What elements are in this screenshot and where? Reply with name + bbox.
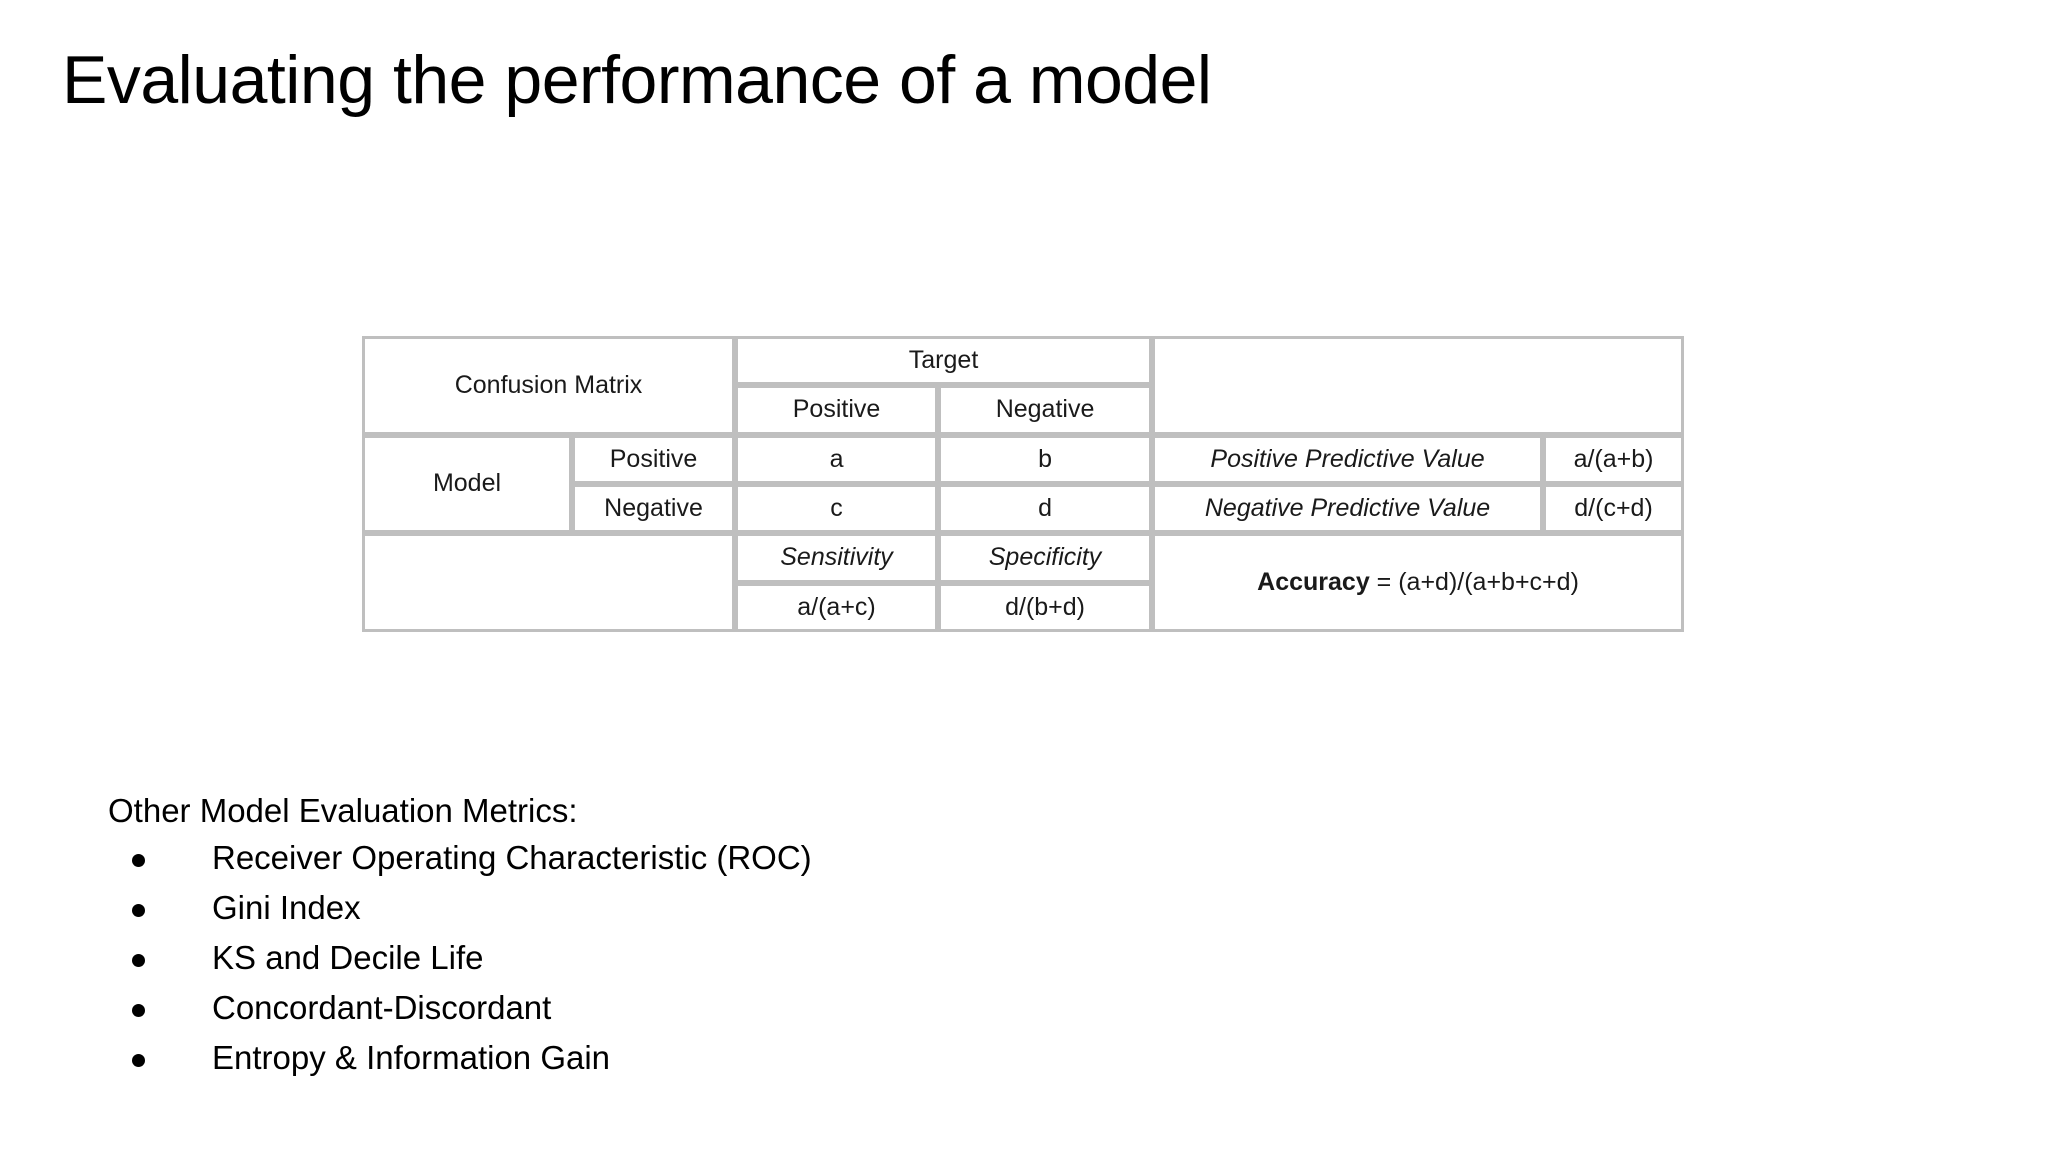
other-metrics-heading: Other Model Evaluation Metrics:	[108, 792, 578, 829]
list-item-label: Entropy & Information Gain	[212, 1038, 611, 1076]
cell-model-row-positive: Positive	[572, 434, 736, 484]
cell-specificity-label: Specificity	[938, 533, 1153, 583]
cell-negative-predictive-value-label: Negative Predictive Value	[1152, 483, 1544, 534]
page-title: Evaluating the performance of a model	[62, 42, 1212, 118]
list-item: KS and Decile Life	[108, 938, 812, 977]
cell-value-c: c	[735, 483, 939, 534]
accuracy-formula: = (a+d)/(a+b+c+d)	[1369, 568, 1579, 597]
list-item-label: Receiver Operating Characteristic (ROC)	[212, 838, 812, 876]
table-row-model-negative: Negative c d Negative Predictive Value d…	[362, 483, 1685, 534]
list-item: Concordant-Discordant	[108, 988, 812, 1027]
list-item: Receiver Operating Characteristic (ROC)	[108, 838, 812, 877]
cell-model-label: Model	[362, 434, 572, 534]
cell-positive-predictive-value-formula: a/(a+b)	[1543, 434, 1685, 484]
bullet-icon	[132, 953, 145, 967]
cell-specificity-formula: d/(b+d)	[938, 582, 1153, 632]
cell-value-d: d	[938, 483, 1153, 534]
cell-sensitivity-formula: a/(a+c)	[735, 582, 939, 632]
confusion-matrix-table: Confusion Matrix Target Positive Negativ…	[362, 336, 1685, 632]
list-item-label: Concordant-Discordant	[212, 988, 552, 1026]
table-row-target-header: Confusion Matrix Target	[362, 336, 1685, 435]
cell-target-label: Target	[735, 336, 1153, 386]
cell-bottom-left-empty	[362, 533, 736, 632]
table-row-target-columns: Positive Negative	[362, 385, 1684, 435]
cell-confusion-matrix-label: Confusion Matrix	[362, 336, 736, 435]
list-item-label: Gini Index	[212, 888, 361, 926]
cell-top-right-empty	[1152, 336, 1685, 435]
cell-value-b: b	[938, 434, 1153, 484]
table-row-sensitivity-specificity: Sensitivity Specificity Accuracy = (a+d)…	[362, 533, 1685, 632]
other-metrics-list: Receiver Operating Characteristic (ROC) …	[108, 838, 812, 1077]
bullet-icon	[132, 853, 145, 867]
cell-negative-predictive-value-formula: d/(c+d)	[1543, 483, 1685, 534]
confusion-matrix-figure: Confusion Matrix Target Positive Negativ…	[362, 336, 1685, 632]
bullet-icon	[132, 1053, 145, 1067]
list-item: Gini Index	[108, 888, 812, 927]
cell-accuracy: Accuracy = (a+d)/(a+b+c+d)	[1152, 533, 1685, 632]
cell-target-negative: Negative	[938, 385, 1153, 435]
table-row-sensitivity-specificity-formulas: a/(a+c) d/(b+d)	[362, 582, 1684, 632]
accuracy-label: Accuracy	[1257, 568, 1370, 597]
table-row-model-positive: Model Positive a b Positive Predictive V…	[362, 434, 1685, 534]
list-item: Entropy & Information Gain	[108, 1038, 812, 1077]
bullet-icon	[132, 903, 145, 917]
cell-positive-predictive-value-label: Positive Predictive Value	[1152, 434, 1544, 484]
cell-value-a: a	[735, 434, 939, 484]
list-item-label: KS and Decile Life	[212, 938, 484, 976]
bullet-icon	[132, 1003, 145, 1017]
cell-model-row-negative: Negative	[572, 483, 736, 534]
other-metrics-block: Other Model Evaluation Metrics: Receiver…	[108, 792, 812, 1090]
cell-target-positive: Positive	[735, 385, 939, 435]
cell-sensitivity-label: Sensitivity	[735, 533, 939, 583]
